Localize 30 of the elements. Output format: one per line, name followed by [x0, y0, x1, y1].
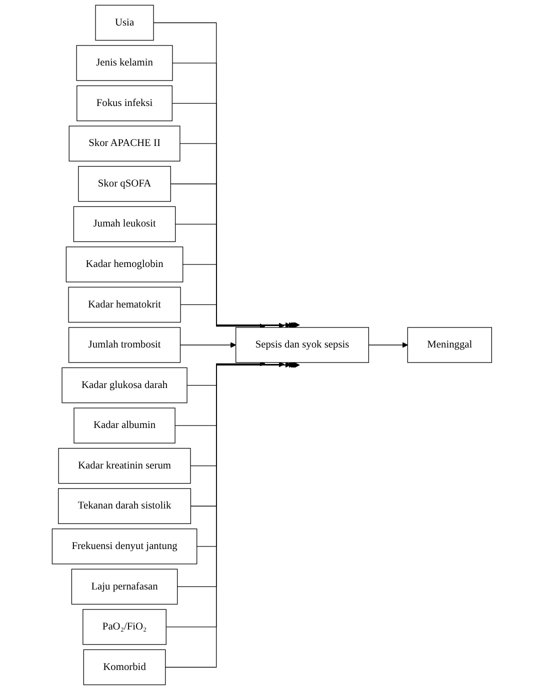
node-box: Jumlah trombosit — [68, 327, 180, 363]
node-box: Kadar kreatinin serum — [58, 448, 190, 484]
node-box: Frekuensi denyut jantung — [51, 528, 197, 564]
node-box: Kadar glukosa darah — [61, 367, 187, 404]
node-box: Jenis kelamin — [76, 45, 172, 81]
arrow — [182, 264, 284, 329]
arrow — [174, 224, 291, 328]
arrow — [180, 342, 236, 348]
node-box: Skor APACHE II — [68, 126, 180, 162]
node-box: Kadar hematokrit — [68, 286, 180, 323]
arrow — [174, 361, 284, 426]
node-box: PaO₂/FiO₂ — [82, 609, 166, 645]
arrow — [190, 362, 291, 466]
node-box: Jumah leukosit — [72, 206, 176, 242]
node-box: Fokus infeksi — [76, 85, 172, 122]
node-box: Tekanan darah sistolik — [58, 488, 191, 524]
node-box: Sepsis dan syok sepsis — [235, 327, 369, 363]
node-box: Skor qSOFA — [78, 166, 171, 202]
arrow — [186, 360, 265, 386]
arrow — [172, 62, 299, 328]
arrow — [180, 304, 265, 330]
arrow — [152, 22, 300, 328]
node-box: Kadar albumin — [73, 408, 175, 444]
arrow — [368, 342, 408, 348]
node-box: Komorbid — [82, 649, 166, 686]
arrow — [170, 184, 294, 328]
node-box: Usia — [94, 4, 154, 41]
node-box: Meninggal — [406, 327, 492, 363]
node-box: Kadar hemoglobin — [65, 246, 183, 282]
node-box: Laju pernafasan — [70, 568, 178, 605]
